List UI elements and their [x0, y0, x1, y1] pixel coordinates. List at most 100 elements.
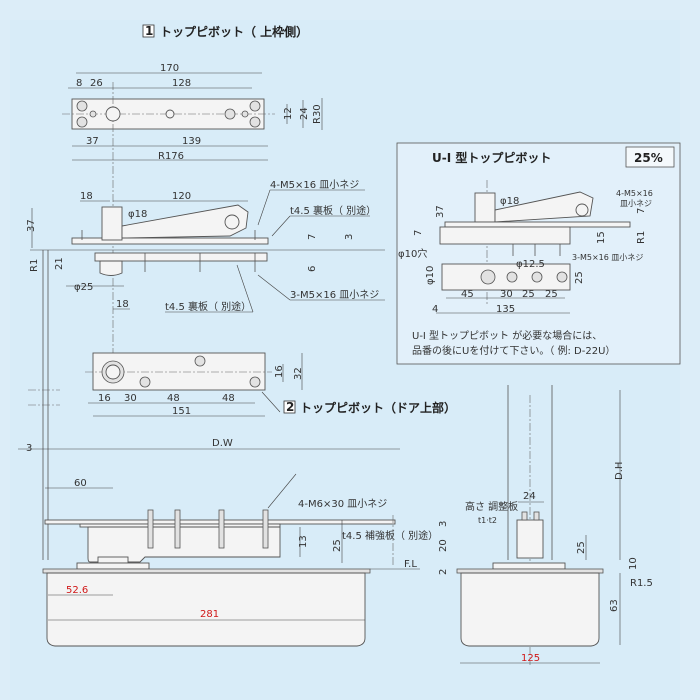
- dim-door-height: D.H: [614, 462, 625, 480]
- dim-16-vertical: 16: [274, 365, 285, 378]
- side-dim-10: 10: [628, 557, 639, 570]
- dim-3: 3: [26, 443, 32, 454]
- dim-26: 26: [90, 78, 103, 89]
- side-hinge-body: [460, 572, 600, 647]
- screw-hole: [241, 110, 249, 118]
- side-dim-24: 24: [523, 491, 536, 502]
- dim-r176: R176: [158, 151, 184, 162]
- inset-body: [439, 226, 571, 245]
- dim-8: 8: [76, 78, 82, 89]
- inset-dim-phi10: φ10: [425, 266, 436, 285]
- inset-dim-25: 25: [522, 289, 535, 300]
- frame-plate: [71, 237, 269, 245]
- dim-21: 21: [54, 257, 65, 270]
- dim-18-offset: 18: [116, 299, 129, 310]
- section1-number-box: [142, 24, 155, 38]
- floor-plate: [42, 568, 371, 574]
- screw-pins: [147, 509, 269, 549]
- side-dim-3: 3: [438, 521, 449, 527]
- note-m6-screws: 4-M6×30 皿小ネジ: [298, 498, 387, 510]
- pivot-bushing: [99, 260, 123, 276]
- inset-dim-7: 7: [636, 208, 647, 214]
- inset-dim-phi18: φ18: [500, 196, 519, 207]
- floor-level-label: F.L: [404, 559, 417, 570]
- inset-dim-135: 135: [496, 304, 515, 315]
- note-adjust-thickness: t1·t2: [478, 516, 497, 525]
- inset-dim-25-vertical: 25: [574, 271, 585, 284]
- inset-dim-15: 15: [596, 231, 607, 244]
- screw-hole: [224, 108, 236, 120]
- hinge-body: [46, 572, 366, 647]
- spindle-cover: [87, 526, 281, 563]
- dim-7: 7: [307, 234, 318, 240]
- screw-hole: [249, 376, 261, 388]
- inset-dim-30: 30: [500, 289, 513, 300]
- side-dim-r1-5: R1.5: [630, 578, 653, 589]
- screw-hole: [89, 110, 97, 118]
- dim-37: 37: [86, 136, 99, 147]
- dim-phi25: φ25: [74, 282, 93, 293]
- dim-52-6: 52.6: [66, 585, 88, 596]
- screw-hole: [76, 100, 88, 112]
- dim-r1: R1: [29, 259, 40, 272]
- screw-hole: [139, 376, 151, 388]
- section2-plan-view: 16 30 48 48 151 16 32 2 トップピボット（ドア上部）: [85, 352, 456, 417]
- inset-dim-37: 37: [435, 205, 446, 218]
- inset-dim-4: 4: [432, 304, 438, 315]
- roller: [224, 214, 240, 230]
- screw-hole: [194, 355, 206, 367]
- ui-type-inset: U-I 型トップピボット 25% 37 φ18 7 7 φ10穴 15 R1 φ…: [396, 142, 681, 365]
- inset-footer-line1: U-I 型トップピボット が必要な場合には、: [412, 329, 602, 342]
- inset-dim-45: 45: [461, 289, 474, 300]
- note-screws-bottom: 3-M5×16 皿小ネジ: [290, 289, 379, 301]
- inset-frame: [396, 142, 681, 365]
- inset-plan-body: [441, 263, 571, 291]
- scale-badge-text: 25%: [634, 151, 663, 165]
- back-plate: [94, 252, 268, 262]
- inset-dim-phi10-hole: φ10穴: [398, 247, 427, 260]
- dim-12: 12: [283, 107, 294, 120]
- note-adjust-plate: 高さ 調整板: [465, 500, 518, 513]
- section1-title: 1 トップピボット（ 上枠側）: [142, 24, 308, 39]
- dim-120: 120: [172, 191, 191, 202]
- inset-dim-25: 25: [545, 289, 558, 300]
- screw-hole: [249, 100, 261, 112]
- dim-128: 128: [172, 78, 191, 89]
- adjust-block: [516, 519, 544, 559]
- section1-plan-view: 170 8 26 128 37 139 R176 12 24 R30: [62, 63, 323, 390]
- center-hole: [165, 109, 175, 119]
- inset-note-screws-top: 4-M5×16: [616, 189, 653, 198]
- pivot-socket-inner: [105, 364, 121, 380]
- side-dim-20: 20: [438, 539, 449, 552]
- section1-number: 1: [145, 24, 153, 38]
- screw-hole: [249, 116, 261, 128]
- scale-badge: [625, 146, 675, 168]
- dim-16: 16: [98, 393, 111, 404]
- section2-number: 2: [286, 400, 294, 414]
- dim-13: 13: [298, 535, 309, 548]
- dim-60: 60: [74, 478, 87, 489]
- inset-footer-line2: 品番の後にUを付けて下さい。（ 例: D-22U）: [412, 344, 615, 357]
- pivot-arm: [121, 204, 249, 239]
- dim-170: 170: [160, 63, 179, 74]
- section1-side-view: 18 120 φ18 37 R1 21 φ25 18 7 3 6 4-M5×16…: [26, 179, 385, 313]
- dim-phi18: φ18: [128, 209, 147, 220]
- side-dim-25: 25: [576, 541, 587, 554]
- side-dim-125: 125: [521, 653, 540, 664]
- floor-hinge-side-view: D.H 24 高さ 調整板 t1·t2 3 20 2 25 10 R1.5 63…: [438, 385, 653, 665]
- dim-48: 48: [222, 393, 235, 404]
- floor-hinge-front-view: 3 D.W 60 4-M6×30 皿小ネジ t4.5 補強板（ 別途） 13 2…: [18, 438, 438, 647]
- section2-title: トップピボット（ドア上部）: [300, 400, 456, 415]
- inset-dim-phi12-5: φ12.5: [516, 259, 545, 270]
- note-backplate-bottom: t4.5 裏板（ 別途）: [165, 300, 251, 313]
- inset-title: U-I 型トップピボット: [432, 150, 551, 165]
- note-reinforce-plate: t4.5 補強板（ 別途）: [342, 529, 438, 542]
- dim-r30: R30: [312, 104, 323, 124]
- pivot-hole: [105, 106, 121, 122]
- inset-note-screws-top-2: 皿小ネジ: [620, 199, 652, 208]
- note-backplate-right: t4.5 裏板（ 別途）: [290, 204, 376, 217]
- inset-pivot-post: [474, 192, 496, 223]
- inset-roller: [575, 203, 589, 217]
